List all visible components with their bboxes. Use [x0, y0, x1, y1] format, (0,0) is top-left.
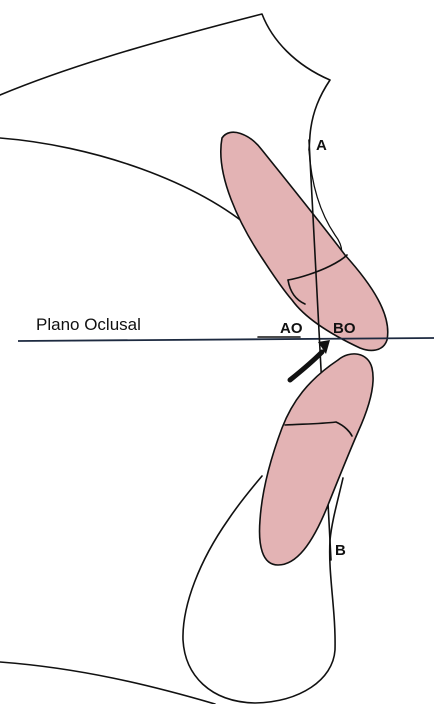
- upper-incisor: [221, 132, 388, 350]
- label-point-b: B: [335, 542, 346, 559]
- label-point-a: A: [316, 137, 327, 154]
- label-point-bo: BO: [333, 320, 356, 337]
- nasal-outline: [0, 14, 330, 150]
- label-occlusal-plane: Plano Oclusal: [36, 315, 141, 334]
- lower-contour: [0, 662, 215, 704]
- label-point-ao: AO: [280, 320, 303, 337]
- lower-incisor: [260, 354, 374, 565]
